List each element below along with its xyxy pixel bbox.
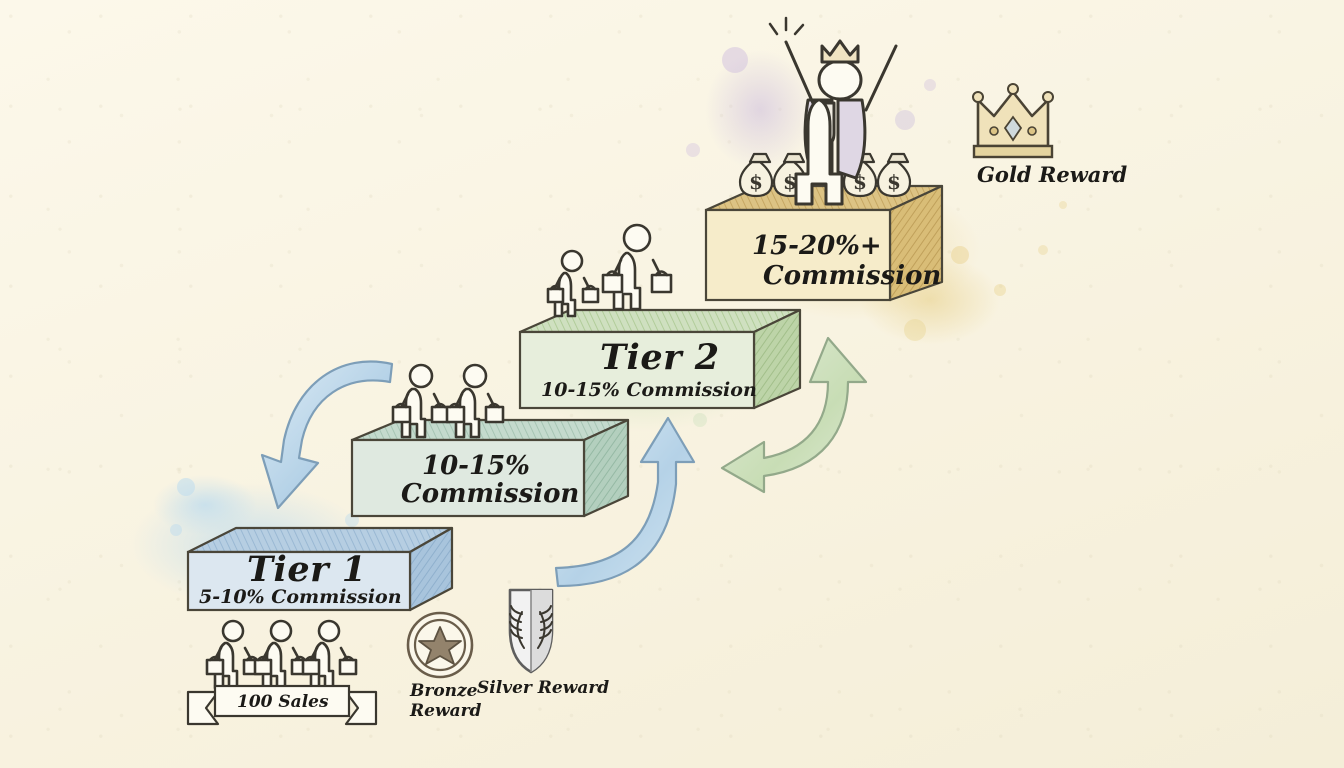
person-figure bbox=[205, 619, 262, 690]
person-figure bbox=[391, 363, 451, 439]
gold-reward-label: Gold Reward bbox=[977, 162, 1128, 187]
svg-text:$: $ bbox=[887, 170, 901, 194]
tier-top-commission-line1: 15-20%+ bbox=[752, 231, 882, 261]
shopping-bag-icon bbox=[391, 402, 412, 424]
money-bag bbox=[738, 152, 774, 198]
celebrating-winner-figure bbox=[768, 16, 898, 206]
person-figure bbox=[445, 363, 505, 439]
tier-top-commission-line2: Commission bbox=[763, 261, 942, 291]
gold-reward-icon[interactable] bbox=[972, 83, 1054, 159]
figure-group-tier-2 bbox=[546, 223, 673, 318]
arrow-down-left bbox=[260, 360, 394, 510]
cape-right bbox=[836, 98, 867, 180]
laurel-wreath bbox=[509, 605, 553, 649]
tier-block-2[interactable] bbox=[518, 308, 802, 410]
shopping-bag-icon bbox=[601, 270, 624, 294]
shopping-bag-icon bbox=[546, 284, 565, 304]
shopping-bag-icon bbox=[484, 402, 505, 424]
tier-1-commission: 5-10% Commission bbox=[199, 586, 402, 608]
tier-block-1[interactable] bbox=[186, 526, 454, 612]
head bbox=[817, 59, 863, 101]
bronze-reward-icon[interactable] bbox=[406, 611, 474, 679]
tier-mid-commission-line1: 10-15% bbox=[422, 451, 530, 481]
tier-1-title: Tier 1 bbox=[247, 549, 367, 590]
money-bag bbox=[876, 152, 912, 198]
tier-2-commission: 10-15% Commission bbox=[541, 379, 757, 401]
body bbox=[794, 98, 844, 206]
person-figure bbox=[301, 619, 358, 690]
arrow-up-right-blue bbox=[554, 416, 696, 588]
shopping-bag-icon bbox=[650, 270, 673, 294]
bronze-reward-label-line2: Reward bbox=[410, 701, 482, 721]
figure-group-tier-mid bbox=[391, 363, 505, 439]
person-figure bbox=[601, 223, 673, 311]
tier-2-title: Tier 2 bbox=[600, 337, 720, 378]
shopping-bag-icon bbox=[253, 655, 273, 676]
svg-text:$: $ bbox=[749, 170, 763, 194]
silver-reward-icon[interactable] bbox=[508, 588, 554, 674]
svg-text:$: $ bbox=[783, 170, 797, 194]
tier-mid-commission-line2: Commission bbox=[401, 479, 580, 509]
sales-banner bbox=[186, 684, 378, 726]
figure-group-tier-1 bbox=[205, 619, 358, 690]
person-figure bbox=[546, 249, 600, 318]
sales-banner-label: 100 Sales bbox=[237, 692, 329, 712]
shopping-bag-icon bbox=[205, 655, 225, 676]
arrow-double-green bbox=[720, 336, 868, 494]
shopping-bag-icon bbox=[338, 655, 358, 676]
silver-reward-label: Silver Reward bbox=[477, 678, 610, 698]
shopping-bag-icon bbox=[301, 655, 321, 676]
sparkle-icon bbox=[768, 16, 805, 36]
person-figure bbox=[253, 619, 310, 690]
arm-left bbox=[784, 40, 818, 112]
shopping-bag-icon bbox=[445, 402, 466, 424]
crown-on-head-icon bbox=[820, 39, 860, 64]
bronze-reward-label-line1: Bronze bbox=[410, 681, 478, 701]
shopping-bag-icon bbox=[581, 284, 600, 304]
